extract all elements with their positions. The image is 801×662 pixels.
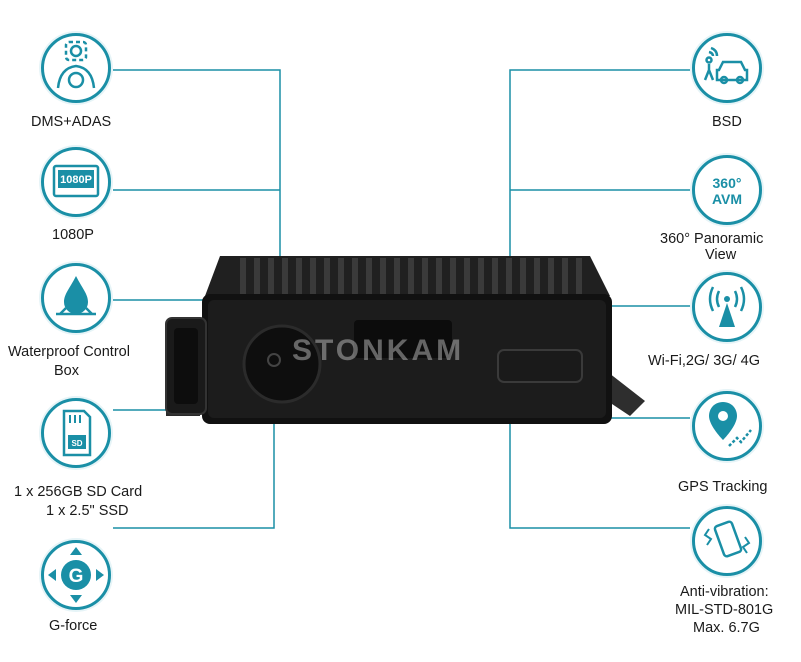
antenna-signal-icon: [692, 272, 762, 342]
feature-label: 360° Panoramic: [660, 231, 764, 247]
map-pin-icon: [692, 391, 762, 461]
1080p-screen-icon: 1080P: [41, 147, 111, 217]
feature-label: Wi-Fi,2G/ 3G/ 4G: [648, 353, 760, 369]
feature-label: 1080P: [52, 227, 94, 243]
feature-label: 1 x 2.5" SSD: [46, 503, 129, 519]
driver-monitor-icon: [41, 33, 111, 103]
360-avm-icon: 360° AVM: [692, 155, 762, 225]
sd-badge: SD: [71, 439, 82, 448]
feature-label: Box: [54, 363, 79, 379]
feature-label: View: [705, 247, 737, 263]
feature-label: Anti-vibration:: [680, 584, 769, 600]
feature-label: GPS Tracking: [678, 479, 768, 495]
feature-label: 1 x 256GB SD Card: [14, 484, 143, 500]
feature-label: Max. 6.7G: [693, 620, 760, 636]
mdvr-device-image: [165, 256, 645, 424]
feature-label: MIL-STD-801G: [675, 602, 774, 618]
water-drop-icon: [41, 263, 111, 333]
feature-label: Waterproof Control: [8, 344, 130, 360]
feature-label: DMS+ADAS: [31, 114, 112, 130]
blind-spot-car-icon: [692, 33, 762, 103]
avm-badge-line: AVM: [712, 191, 742, 207]
sd-card-icon: SD: [41, 398, 111, 468]
brand-watermark: STONKAM: [292, 334, 465, 367]
g-badge: G: [69, 566, 84, 587]
1080p-badge: 1080P: [60, 174, 92, 186]
g-force-icon: G: [41, 540, 111, 610]
vibrating-phone-icon: [692, 506, 762, 576]
avm-badge-line: 360°: [713, 175, 742, 191]
feature-label: G-force: [49, 618, 98, 634]
feature-label: BSD: [712, 114, 742, 130]
